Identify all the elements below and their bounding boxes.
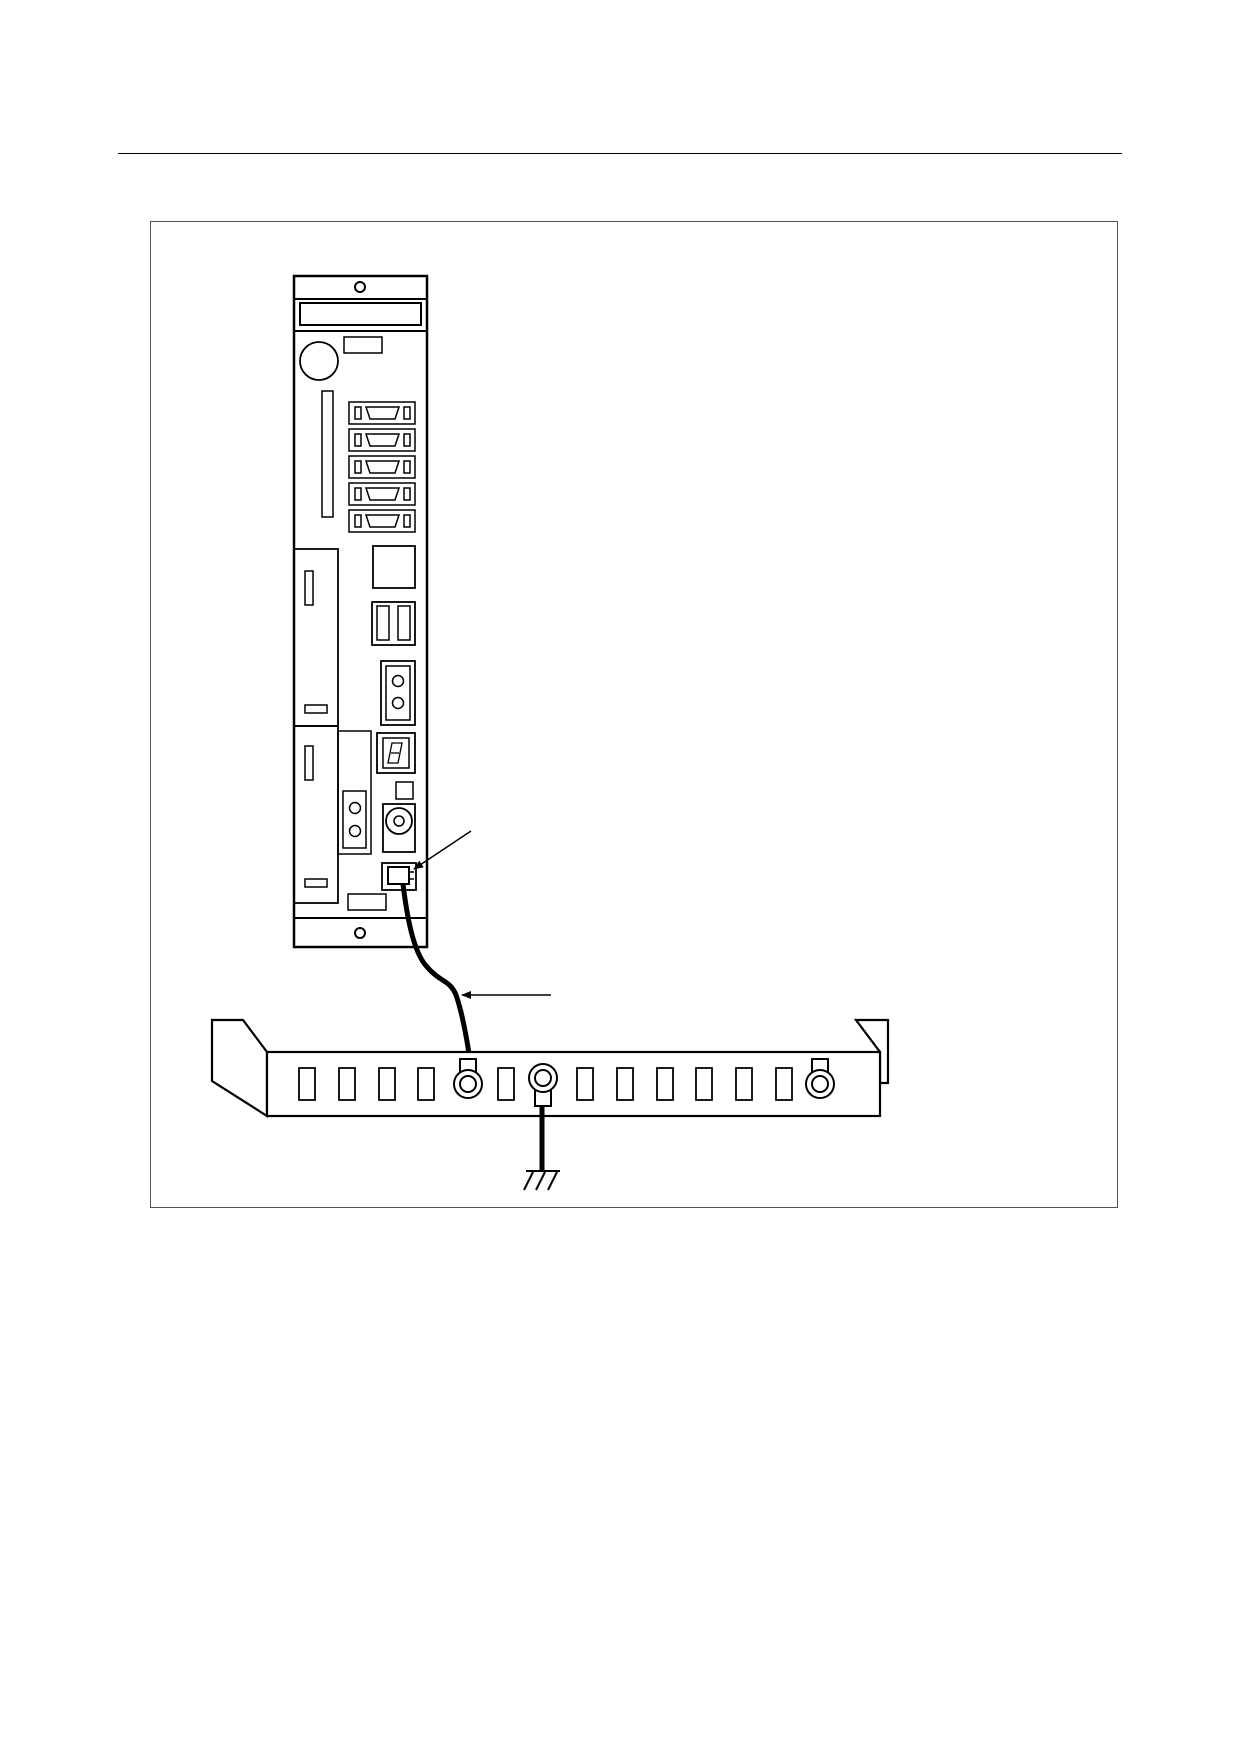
figure-frame [150, 221, 1118, 1208]
bottom-mount-hole [354, 927, 366, 939]
board-slot-upper [304, 570, 314, 606]
ground-wire [400, 883, 473, 1061]
unit-ground-terminal-frame [381, 862, 417, 891]
card-slot [321, 390, 334, 518]
board-tab-lower [304, 878, 328, 888]
plate-slot [656, 1067, 674, 1101]
switch-block [371, 601, 416, 646]
plate-slot [298, 1067, 316, 1101]
connector-4 [348, 482, 416, 506]
terminal-pointer-arrow [413, 830, 472, 870]
seven-segment-digit [387, 742, 403, 764]
small-button [395, 781, 414, 800]
display-frame [376, 732, 416, 774]
connector-1 [348, 401, 416, 425]
connector-3 [348, 455, 416, 479]
small-label-plate [343, 336, 383, 354]
side-panel [337, 730, 372, 855]
connector-2 [348, 428, 416, 452]
plate-slot [735, 1067, 753, 1101]
plate-slot [417, 1067, 435, 1101]
connector-5 [348, 509, 416, 533]
indicator-inner [385, 665, 411, 721]
indicator-lamp-2 [391, 696, 405, 710]
grounding-plate [210, 1018, 890, 1119]
plate-slot [576, 1067, 594, 1101]
rotary-block [382, 803, 416, 853]
bottom-label-plate [347, 893, 387, 911]
rotary-knob [385, 807, 413, 835]
switch-1 [376, 605, 390, 641]
indicator-block [380, 660, 416, 726]
unit-outline [292, 274, 429, 949]
display-window [382, 737, 410, 769]
plate-slot [775, 1067, 793, 1101]
unit-ground-terminal [387, 866, 410, 885]
connector-stack [348, 401, 416, 533]
switch-2 [397, 605, 411, 641]
top-mount-hole [354, 281, 366, 293]
name-plate [299, 302, 422, 326]
ring-terminal-spare [805, 1058, 835, 1099]
board-tab-upper [304, 704, 328, 714]
led-2 [348, 824, 362, 838]
square-module [372, 545, 416, 589]
led-1 [348, 801, 362, 815]
plate-slots [298, 1067, 793, 1101]
plate-slot [338, 1067, 356, 1101]
plate-slot [616, 1067, 634, 1101]
fan-icon [299, 341, 339, 381]
plate-slot [695, 1067, 713, 1101]
board-slot-lower [304, 745, 314, 781]
header-rule [118, 153, 1122, 154]
plate-slot [378, 1067, 396, 1101]
ring-terminal-wire [453, 1058, 483, 1099]
ring-terminal-earth [528, 1063, 558, 1107]
indicator-lamp-1 [391, 674, 405, 688]
side-board-lower [293, 725, 339, 904]
earth-ground-icon [523, 1170, 560, 1191]
plate-slot [497, 1067, 515, 1101]
led-block [342, 790, 367, 849]
rotary-center [393, 815, 405, 827]
control-unit [292, 274, 429, 949]
side-board-upper [293, 548, 339, 727]
plate-body [265, 1050, 882, 1118]
plate-left-flange [210, 1018, 269, 1119]
